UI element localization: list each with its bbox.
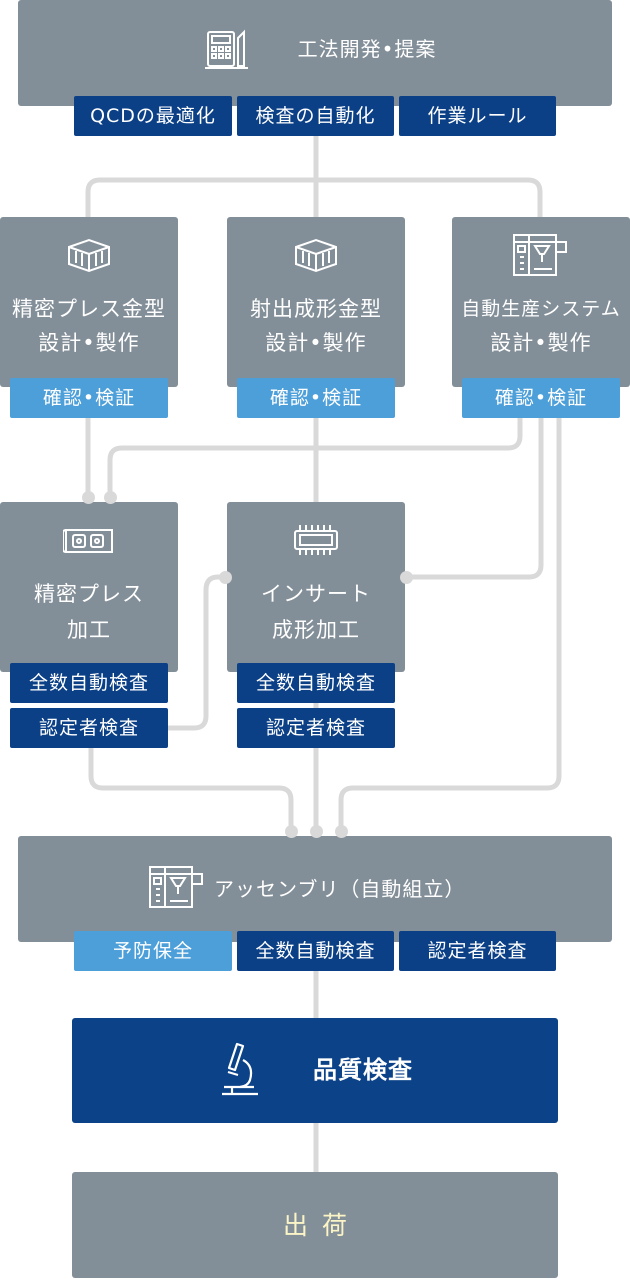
precision-press-title-2: 加工	[67, 618, 111, 642]
insert-molding-title-2: 成形加工	[272, 618, 360, 642]
insert-full-auto-inspection-tag: 全数自動検査	[237, 663, 395, 703]
assembly-box: アッセンブリ（自動組立）	[18, 836, 612, 942]
automation-system-design-title-2: 設計•製作	[490, 331, 592, 355]
tag-inspection-automation: 検査の自動化	[237, 96, 394, 136]
injection-mold-design-title-2: 設計•製作	[265, 331, 367, 355]
insert-certified-inspection-tag: 認定者検査	[237, 708, 395, 748]
press-strip-icon	[63, 529, 113, 553]
injection-mold-design-box: 射出成形金型 設計•製作	[227, 217, 405, 387]
automation-system-design-box: 自動生産システム 設計•製作	[452, 217, 630, 387]
insert-molding-box: インサート 成形加工	[227, 502, 405, 672]
press-full-auto-inspection-tag: 全数自動検査	[10, 663, 168, 703]
assembly-full-auto-inspection-tag: 全数自動検査	[237, 931, 394, 971]
automation-system-verify-tag: 確認•検証	[462, 378, 620, 418]
connector-dot	[104, 491, 117, 504]
connector-dot	[219, 571, 232, 584]
precision-press-title-1: 精密プレス	[34, 582, 144, 606]
assembly-certified-inspection-tag: 認定者検査	[399, 931, 556, 971]
mold-icon	[295, 238, 337, 273]
press-mold-design-box: 精密プレス金型 設計•製作	[0, 217, 178, 387]
shipping-title: 出荷	[282, 1211, 361, 1240]
method-development-box: 工法開発•提案	[18, 0, 612, 106]
press-mold-design-title-1: 精密プレス金型	[12, 297, 166, 321]
calculator-ruler-icon	[205, 29, 248, 69]
connector-dot	[285, 825, 298, 838]
press-mold-design-title-2: 設計•製作	[38, 331, 140, 355]
connector-dot	[82, 491, 95, 504]
shipping-box: 出荷	[72, 1172, 558, 1278]
automation-system-design-title-1: 自動生産システム	[461, 298, 621, 320]
machine-icon	[513, 234, 567, 276]
method-development-title: 工法開発•提案	[297, 37, 437, 61]
connector-dot	[310, 825, 323, 838]
insert-molding-title-1: インサート	[261, 582, 371, 606]
tag-work-rules: 作業ルール	[399, 96, 556, 136]
machine-icon	[149, 866, 203, 908]
connector-dot	[335, 825, 348, 838]
injection-mold-verify-tag: 確認•検証	[237, 378, 395, 418]
press-mold-verify-tag: 確認•検証	[10, 378, 168, 418]
precision-press-box: 精密プレス 加工	[0, 502, 178, 672]
microscope-icon	[222, 1042, 258, 1096]
injection-mold-design-title-1: 射出成形金型	[250, 297, 382, 321]
mold-icon	[68, 238, 110, 273]
press-certified-inspection-tag: 認定者検査	[10, 708, 168, 748]
connector-dot	[400, 571, 413, 584]
assembly-title: アッセンブリ（自動組立）	[214, 877, 466, 901]
preventive-maintenance-tag: 予防保全	[74, 931, 232, 971]
chip-icon	[294, 525, 338, 555]
tag-qcd-optimization: QCDの最適化	[74, 96, 232, 136]
quality-inspection-box: 品質検査	[72, 1018, 558, 1123]
quality-inspection-title: 品質検査	[313, 1056, 413, 1084]
